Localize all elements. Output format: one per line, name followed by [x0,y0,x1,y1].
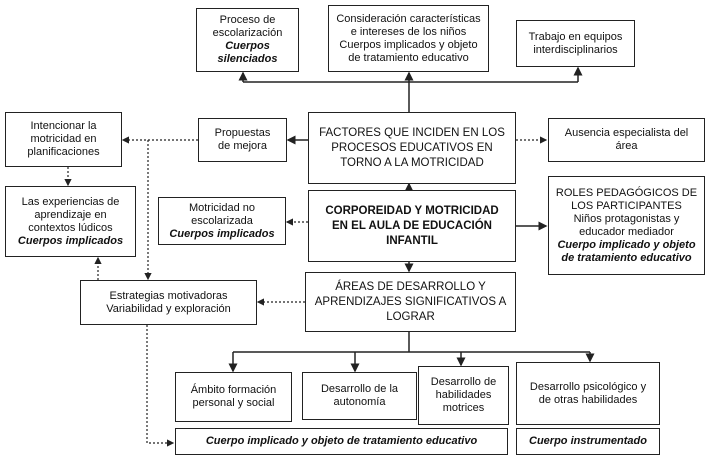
node-text: de tratamiento educativo [348,51,469,64]
node-text: Las experiencias de [21,195,120,208]
node-text: Estrategias motivadoras [109,289,228,302]
node-text: INFANTIL [386,234,438,247]
node-habilidades: Desarrollo de habilidades motrices [418,366,509,425]
node-proceso-escolarizacion: Proceso de escolarización Cuerpos silenc… [196,8,299,72]
node-trabajo-equipos: Trabajo en equipos interdisciplinarios [516,20,635,67]
node-areas: ÁREAS DE DESARROLLO Y APRENDIZAJES SIGNI… [305,272,516,332]
node-text: Proceso de [219,14,276,26]
node-cuerpo-implicado: Cuerpo implicado y objeto de tratamiento… [175,428,508,455]
node-text: habilidades [435,389,492,401]
node-motricidad-no-escolarizada: Motricidad no escolarizada Cuerpos impli… [158,197,286,245]
node-text: PROCESOS EDUCATIVOS EN [331,141,493,154]
node-emphasis: Cuerpos implicados [169,227,275,240]
node-corporeidad: CORPOREIDAD Y MOTRICIDAD EN EL AULA DE E… [308,190,516,262]
node-text: Niños protagonistas y [573,212,680,225]
node-experiencias: Las experiencias de aprendizaje en conte… [5,186,136,257]
node-text: Ausencia especialista del [564,127,689,139]
node-text: aprendizaje en [34,208,107,221]
node-text: personal y social [192,397,275,409]
node-text: escolarización [212,27,283,39]
node-text: CORPOREIDAD Y MOTRICIDAD [325,204,499,217]
node-consideracion: Consideración características e interese… [328,5,489,72]
node-factores: FACTORES QUE INCIDEN EN LOS PROCESOS EDU… [308,112,516,184]
node-text: educador mediador [579,225,674,238]
node-text: e intereses de los niños [350,25,467,38]
node-ausencia: Ausencia especialista del área [548,118,705,162]
node-text: ROLES PEDAGÓGICOS DE [555,186,698,199]
node-text: escolarizada [191,214,253,227]
node-ambito: Ámbito formación personal y social [175,372,292,422]
node-cuerpo-instrumentado: Cuerpo instrumentado [516,428,660,455]
node-text: LOS PARTICIPANTES [571,199,682,212]
node-text: Intencionar la [30,120,97,132]
node-text: contextos lúdicos [28,221,113,234]
node-text: Trabajo en equipos [528,30,623,43]
node-emphasis: Cuerpo implicado y objeto [557,238,696,251]
node-text: área [615,140,638,152]
dotted-estrategias-cuerpo [146,325,175,447]
node-autonomia: Desarrollo de la autonomía [302,372,417,420]
node-text: interdisciplinarios [533,43,618,56]
node-text: FACTORES QUE INCIDEN EN LOS [319,126,505,139]
node-text: Cuerpos implicados y objeto [339,38,478,51]
node-propuestas-mejora: Propuestas de mejora [198,118,287,162]
node-text: EN EL AULA DE EDUCACIÓN [332,219,492,232]
node-text: Desarrollo de [430,376,497,388]
node-text: Desarrollo psicológico y [529,380,647,393]
node-text: TORNO A LA MOTRICIDAD [340,156,484,169]
node-text: Propuestas [214,127,271,139]
node-text: motricidad en [30,133,97,145]
node-intencionar: Intencionar la motricidad en planificaci… [5,112,122,167]
node-psicologico: Desarrollo psicológico y de otras habili… [516,362,660,425]
node-estrategias: Estrategias motivadoras Variabilidad y e… [80,280,257,325]
node-text: de mejora [218,140,267,152]
node-text: autonomía [333,396,386,408]
node-text: Variabilidad y exploración [106,302,231,315]
node-text: Ámbito formación [190,384,277,396]
node-text: APRENDIZAJES SIGNIFICATIVOS A [314,295,507,308]
node-text: planificaciones [27,146,100,158]
node-emphasis: Cuerpo instrumentado [529,435,647,447]
node-text: Motricidad no [188,201,256,214]
node-emphasis: Cuerpos implicados [17,234,124,247]
node-emphasis: Cuerpo implicado y objeto de tratamiento… [205,435,478,447]
node-text: LOGRAR [386,310,435,323]
node-roles: ROLES PEDAGÓGICOS DE LOS PARTICIPANTES N… [548,176,705,275]
node-text: Consideración características [336,12,481,25]
node-emphasis: de tratamiento educativo [561,251,692,264]
node-text: de otras habilidades [538,393,638,406]
node-text: Desarrollo de la [320,383,399,395]
node-emphasis: silenciados [217,53,278,65]
node-text: motrices [442,402,485,414]
node-emphasis: Cuerpos [225,40,270,52]
node-text: ÁREAS DE DESARROLLO Y [335,280,486,293]
